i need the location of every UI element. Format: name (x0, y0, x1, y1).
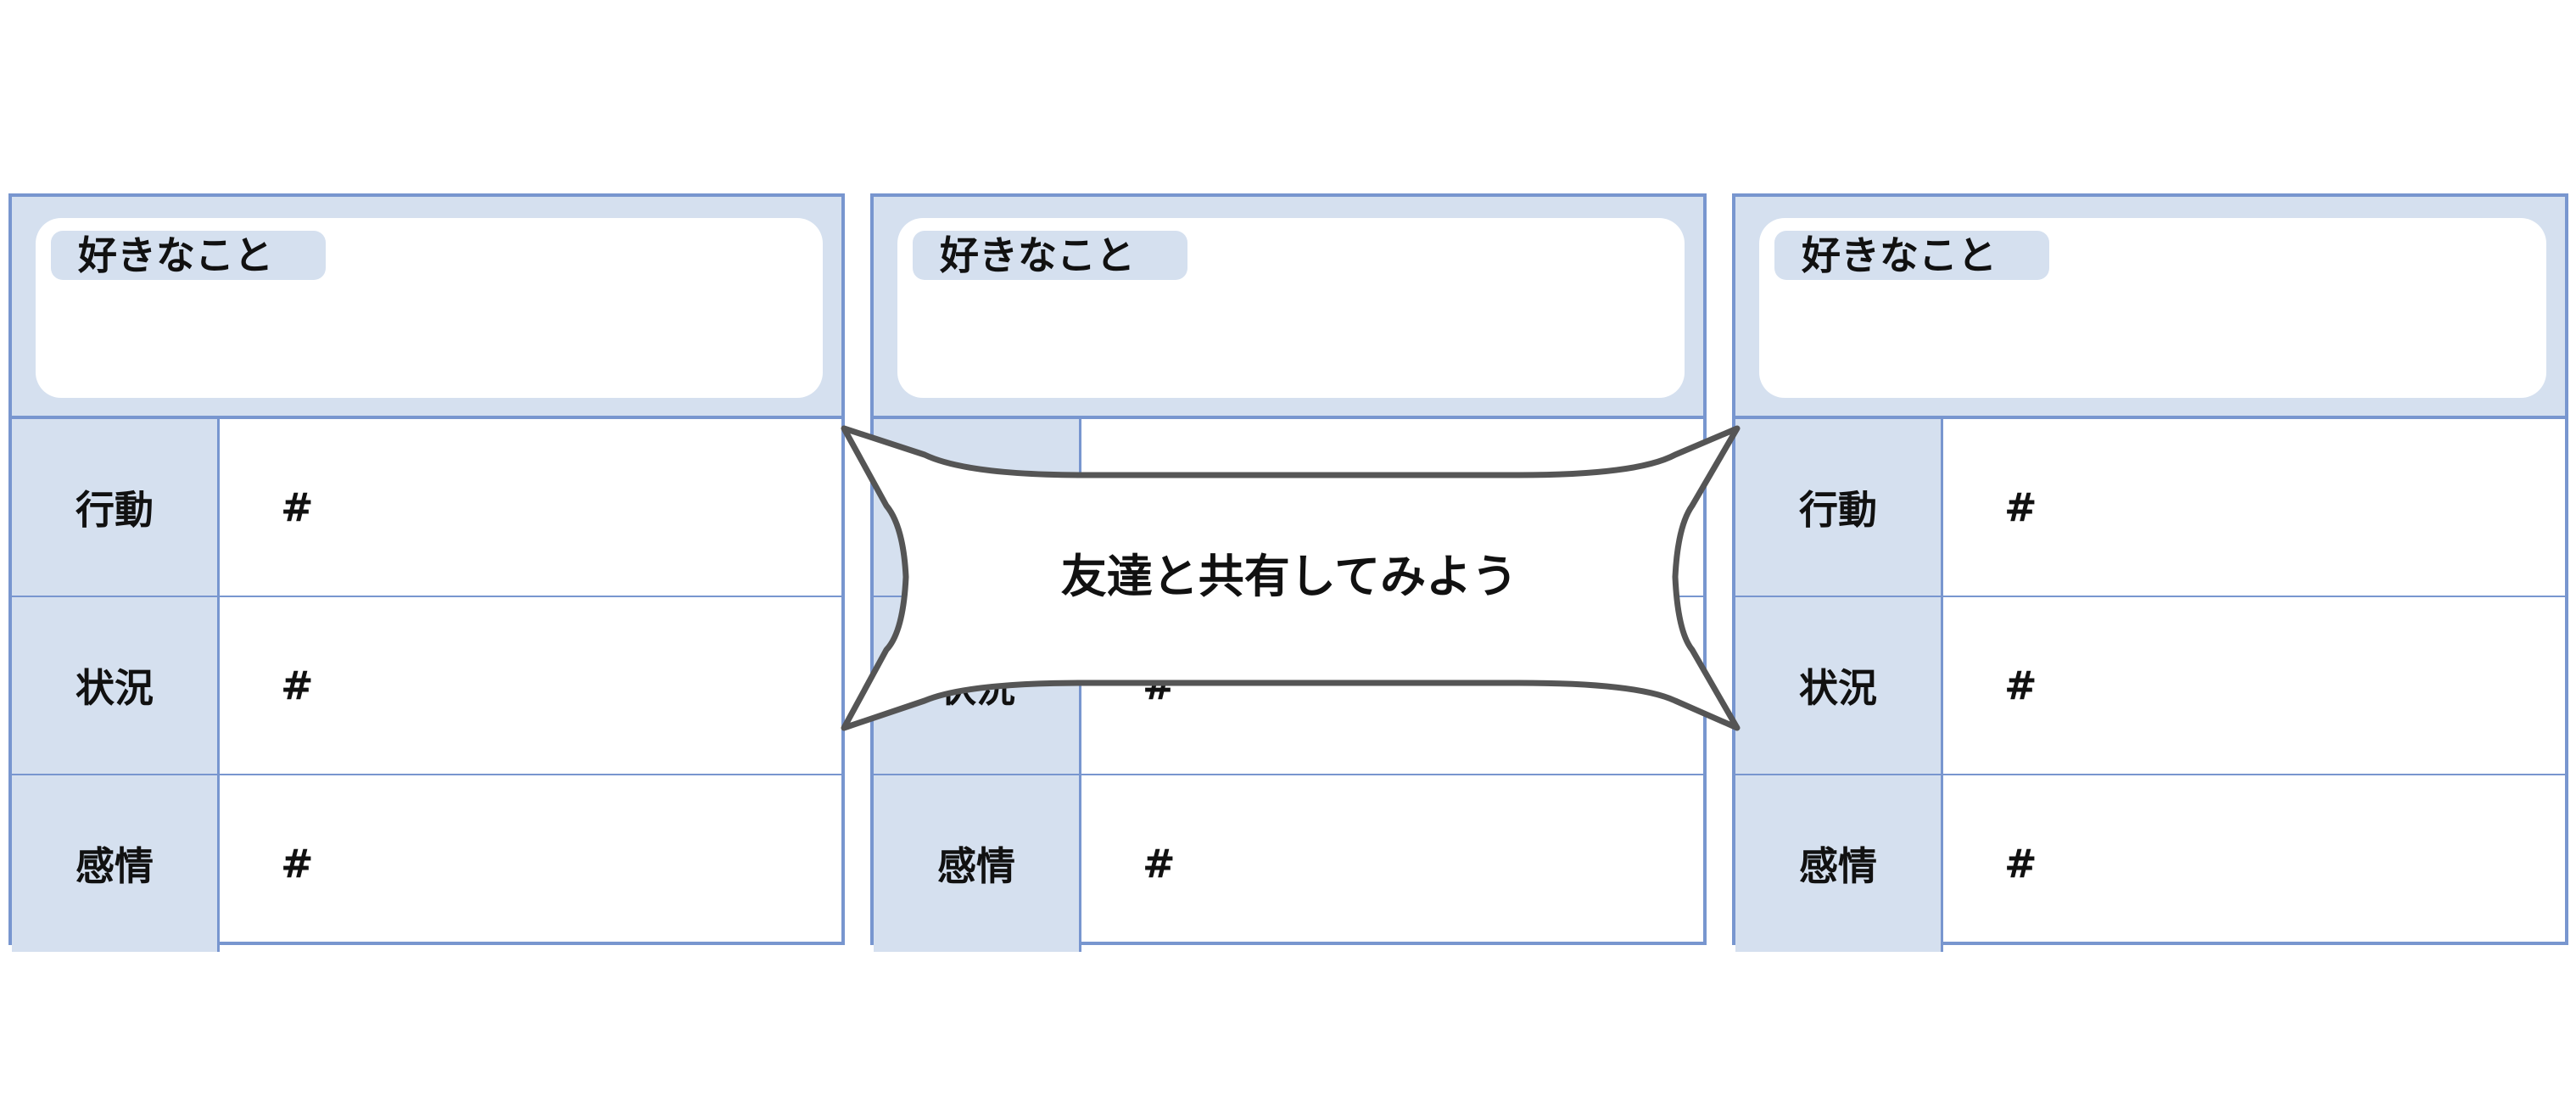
emotion-label: 感情 (12, 775, 220, 952)
action-label: 行動 (12, 419, 220, 596)
emotion-value[interactable]: # (1143, 841, 1176, 887)
emotion-row: 感情 # (1735, 775, 2565, 952)
favorite-things-box[interactable]: 好きなこと (897, 218, 1685, 398)
situation-value[interactable]: # (2004, 663, 2037, 708)
situation-row: 状況 # (1735, 597, 2565, 775)
situation-label: 状況 (12, 597, 220, 774)
share-with-friends-text: 友達と共有してみよう (1060, 550, 1518, 603)
emotion-label: 感情 (1735, 775, 1943, 952)
emotion-row: 感情 # (874, 775, 1703, 952)
situation-label: 状況 (1735, 597, 1943, 774)
emotion-value[interactable]: # (2004, 841, 2037, 887)
emotion-row: 感情 # (12, 775, 841, 952)
card-header: 好きなこと (12, 197, 841, 419)
card-header: 好きなこと (1735, 197, 2565, 419)
card-header: 好きなこと (874, 197, 1703, 419)
situation-row: 状況 # (874, 597, 1703, 775)
action-value[interactable]: # (281, 484, 314, 530)
favorite-things-label: 好きなこと (913, 231, 1187, 280)
action-value[interactable]: # (2004, 484, 2037, 530)
emotion-label: 感情 (874, 775, 1081, 952)
action-row: 行動 # (12, 419, 841, 597)
favorite-things-box[interactable]: 好きなこと (1759, 218, 2546, 398)
emotion-value[interactable]: # (281, 841, 314, 887)
situation-row: 状況 # (12, 597, 841, 775)
action-row: 行動 # (1735, 419, 2565, 597)
action-label: 行動 (1735, 419, 1943, 596)
situation-label: 状況 (874, 597, 1081, 774)
situation-value[interactable]: # (1143, 663, 1176, 708)
profile-card-1: 好きなこと 行動 # 状況 # 感情 # (8, 193, 845, 952)
favorite-things-label: 好きなこと (51, 231, 326, 280)
situation-value[interactable]: # (281, 663, 314, 708)
profile-card-3: 好きなこと 行動 # 状況 # 感情 # (1732, 193, 2568, 952)
favorite-things-label: 好きなこと (1774, 231, 2049, 280)
favorite-things-box[interactable]: 好きなこと (36, 218, 823, 398)
